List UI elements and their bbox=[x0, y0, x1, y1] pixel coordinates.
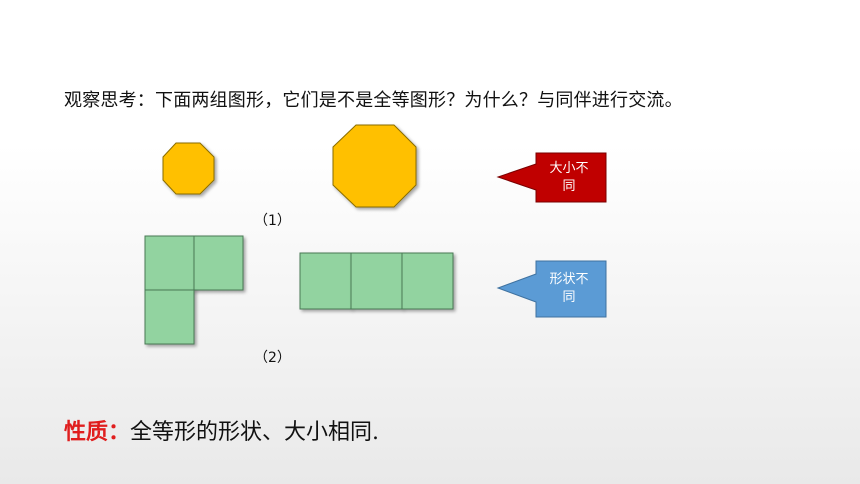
large-octagon bbox=[332, 124, 417, 208]
small-octagon bbox=[162, 142, 215, 195]
question-text: 观察思考：下面两组图形，它们是不是全等图形？为什么？与同伴进行交流。 bbox=[64, 90, 683, 111]
shape-callout-line2: 同 bbox=[562, 290, 575, 305]
group-2-label: （2） bbox=[254, 350, 291, 366]
property-text: 全等形的形状、大小相同. bbox=[130, 420, 380, 445]
l-shape-squares bbox=[144, 235, 244, 345]
size-callout-line1: 大小不 bbox=[549, 161, 588, 176]
row-squares bbox=[299, 252, 454, 310]
property-label: 性质： bbox=[64, 420, 131, 445]
property-statement: 性质：全等形的形状、大小相同. bbox=[64, 414, 379, 446]
size-callout: 大小不 同 bbox=[496, 152, 607, 203]
size-callout-line2: 同 bbox=[562, 179, 575, 194]
group-1-label: （1） bbox=[254, 213, 291, 229]
shape-callout: 形状不 同 bbox=[496, 260, 607, 318]
shape-callout-line1: 形状不 bbox=[549, 272, 588, 287]
